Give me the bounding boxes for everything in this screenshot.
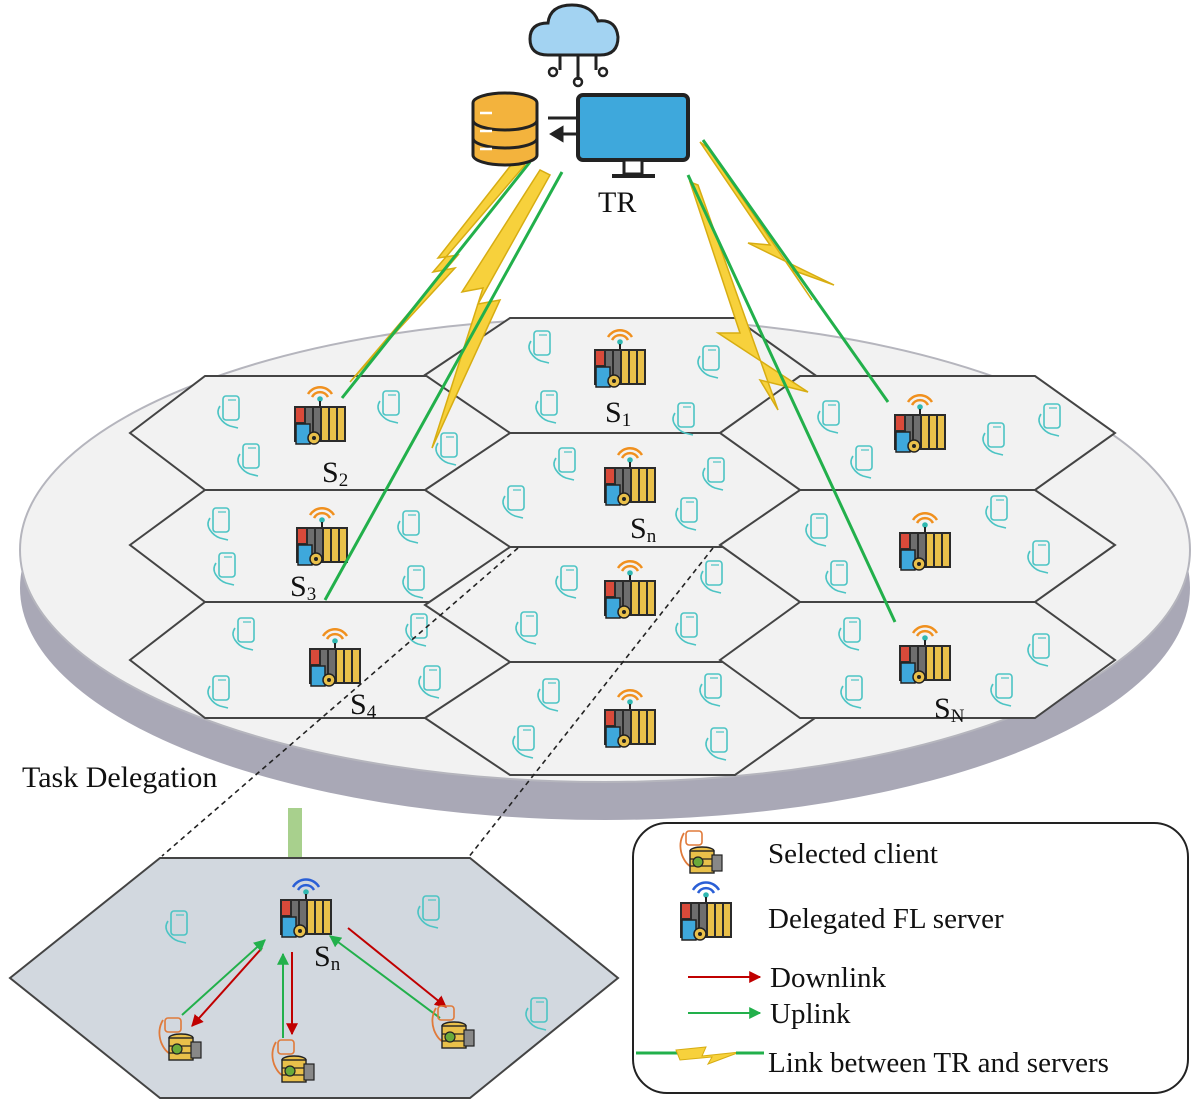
tr-label: TR bbox=[598, 186, 636, 219]
monitor-icon bbox=[576, 93, 690, 178]
legend-selected-client: Selected client bbox=[768, 838, 938, 870]
legend-uplink: Uplink bbox=[770, 998, 851, 1030]
label-sn-zoom: Sn bbox=[314, 940, 341, 975]
label-s4: S4 bbox=[350, 688, 377, 723]
zoom-hexagon: Sn bbox=[8, 857, 620, 1099]
legend: Selected client Delegated FL server Down… bbox=[632, 822, 1189, 1094]
server-labels: S1 S2 S3 S4 Sn SN bbox=[290, 396, 965, 727]
cloud-icon bbox=[528, 3, 620, 88]
hex-grid bbox=[128, 317, 1117, 776]
label-sN: SN bbox=[934, 692, 965, 727]
zoom-lines bbox=[161, 547, 714, 859]
task-delegation-label: Task Delegation bbox=[22, 761, 217, 794]
label-s2: S2 bbox=[322, 456, 348, 491]
legend-tr-link: Link between TR and servers bbox=[768, 1047, 1109, 1079]
database-icon bbox=[471, 91, 539, 167]
label-sn: Sn bbox=[630, 512, 657, 547]
legend-downlink: Downlink bbox=[770, 962, 887, 994]
label-s1: S1 bbox=[605, 396, 631, 431]
legend-lightning-icon bbox=[636, 1046, 764, 1065]
legend-delegated-server: Delegated FL server bbox=[768, 903, 1004, 935]
label-s3: S3 bbox=[290, 570, 316, 605]
tr-server-links bbox=[323, 139, 897, 623]
